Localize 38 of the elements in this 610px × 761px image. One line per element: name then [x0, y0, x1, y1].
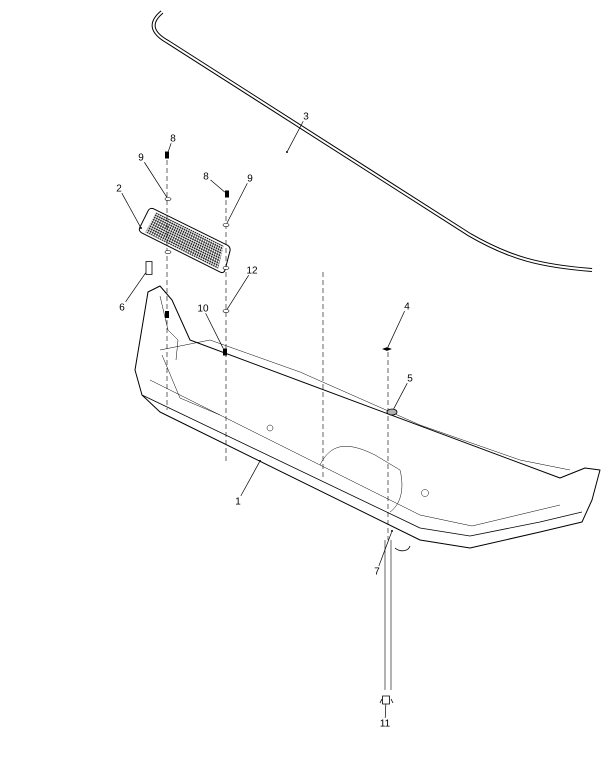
leader-line [144, 162, 168, 198]
callout-number: 2 [116, 184, 122, 192]
callout-number: 11 [380, 720, 390, 726]
callout-number: 5 [408, 374, 412, 382]
callout-number: 8 [204, 172, 208, 180]
callout-number: 6 [120, 303, 124, 311]
leader-line [240, 462, 260, 496]
leader-line [378, 532, 392, 566]
clip [382, 347, 392, 351]
screw [225, 190, 229, 198]
grommet [386, 408, 398, 416]
leader-line [210, 180, 226, 192]
leader-line [384, 704, 386, 718]
pin [146, 261, 152, 275]
leader-line [226, 182, 248, 224]
callout-number: 9 [138, 153, 144, 161]
callout-number: 10 [198, 304, 208, 312]
callout-number: 9 [248, 174, 252, 182]
washer [222, 223, 230, 227]
callout-number: 12 [247, 266, 258, 274]
leader-line [393, 382, 408, 410]
callout-number: 8 [170, 134, 176, 142]
washer [222, 309, 230, 313]
callout-number: 7 [374, 568, 380, 574]
callout-number: 3 [304, 112, 308, 120]
leader-line [388, 310, 405, 348]
leader-line [205, 312, 224, 349]
callout-number: 4 [404, 302, 410, 310]
end-cap [382, 696, 390, 704]
washer [164, 197, 172, 201]
screw [165, 152, 169, 158]
leader-line [125, 272, 146, 302]
leader-line [287, 120, 304, 152]
leader-line [168, 142, 172, 152]
callout-number: 1 [236, 498, 240, 504]
leader-line [122, 192, 141, 228]
leader-line [226, 274, 250, 310]
screw [223, 348, 227, 356]
